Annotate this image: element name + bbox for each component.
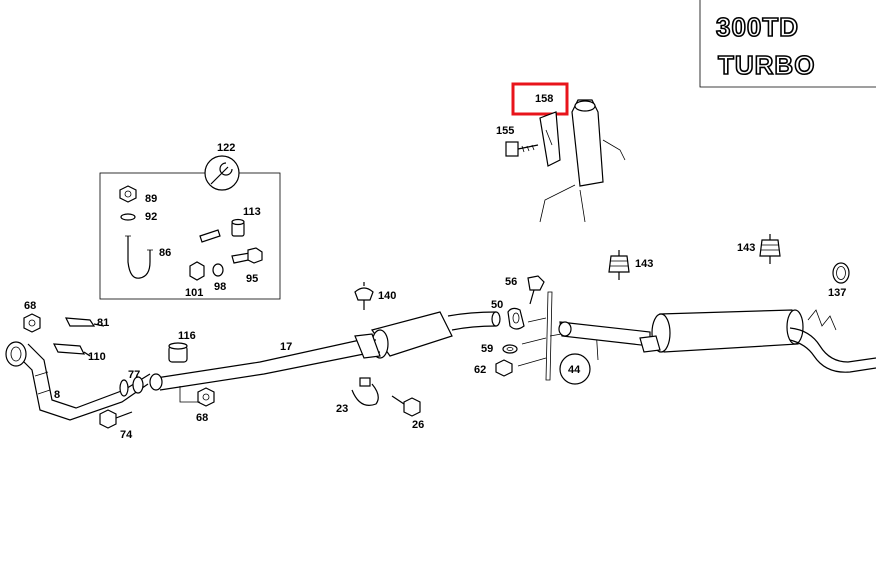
callout-140[interactable]: 140 <box>378 290 396 302</box>
part-56-bolt <box>527 275 545 305</box>
part-113-sleeve <box>231 218 245 237</box>
part-95-bolt <box>231 247 263 264</box>
callout-26[interactable]: 26 <box>412 419 424 431</box>
badge-line1: 300TD <box>716 12 799 42</box>
part-17-pipe <box>155 333 381 391</box>
callout-92[interactable]: 92 <box>145 211 157 223</box>
callout-62[interactable]: 62 <box>474 364 486 376</box>
part-101-nut <box>189 261 205 281</box>
callout-44-circle <box>559 353 591 385</box>
callout-155[interactable]: 155 <box>496 125 514 137</box>
part-158-bracket <box>539 99 626 223</box>
part-stud <box>199 229 221 243</box>
part-68-nut-left <box>23 313 41 333</box>
part-116-sleeve <box>168 342 188 363</box>
callout-143a[interactable]: 143 <box>635 258 653 270</box>
callout-86[interactable]: 86 <box>159 247 171 259</box>
callout-110[interactable]: 110 <box>88 351 106 363</box>
callout-137[interactable]: 137 <box>828 287 846 299</box>
callout-113[interactable]: 113 <box>243 206 261 218</box>
part-137-ring <box>832 262 850 284</box>
part-140-mount <box>354 282 374 310</box>
callout-101[interactable]: 101 <box>185 287 203 299</box>
part-68-nut-lower <box>197 387 215 407</box>
part-86-u-bolt <box>125 235 153 279</box>
callout-59[interactable]: 59 <box>481 343 493 355</box>
callout-17[interactable]: 17 <box>280 341 292 353</box>
rear-muffler <box>558 309 876 373</box>
fastener-kit-box <box>99 172 281 300</box>
part-143-mount-left <box>608 250 630 280</box>
part-62-nut <box>495 359 513 377</box>
callout-44[interactable]: 44 <box>568 364 581 376</box>
part-143-mount-right <box>759 234 781 264</box>
callout-95[interactable]: 95 <box>246 273 258 285</box>
part-92-washer <box>120 213 136 221</box>
callout-68a[interactable]: 68 <box>24 300 36 312</box>
callout-50[interactable]: 50 <box>491 299 503 311</box>
part-155-screw <box>505 141 539 157</box>
callout-158[interactable]: 158 <box>535 93 553 105</box>
callout-8[interactable]: 8 <box>54 389 60 401</box>
part-77-clamp <box>119 373 163 397</box>
wrench-icon <box>204 155 240 191</box>
part-74-bolt <box>99 409 133 429</box>
callout-77[interactable]: 77 <box>128 369 140 381</box>
callout-116[interactable]: 116 <box>178 330 196 342</box>
part-23-clamp <box>351 377 379 406</box>
callout-98[interactable]: 98 <box>214 281 226 293</box>
part-26-bolt <box>391 395 421 417</box>
part-81-bracket <box>64 317 105 327</box>
part-59-washer <box>502 344 518 354</box>
part-98-washer <box>212 263 224 277</box>
callout-81[interactable]: 81 <box>97 317 109 329</box>
model-badge: 300TD TURBO <box>699 0 876 88</box>
highlight-box <box>511 82 569 116</box>
part-50-bracket <box>507 307 525 330</box>
part-110-bracket <box>52 343 91 357</box>
callout-122[interactable]: 122 <box>217 142 235 154</box>
callout-23[interactable]: 23 <box>336 403 348 415</box>
callout-74[interactable]: 74 <box>120 429 133 441</box>
part-89-nut <box>119 185 137 203</box>
badge-line2: TURBO <box>718 50 815 80</box>
callout-143b[interactable]: 143 <box>737 242 755 254</box>
callout-56[interactable]: 56 <box>505 276 517 288</box>
callout-89[interactable]: 89 <box>145 193 157 205</box>
callout-68b[interactable]: 68 <box>196 412 208 424</box>
